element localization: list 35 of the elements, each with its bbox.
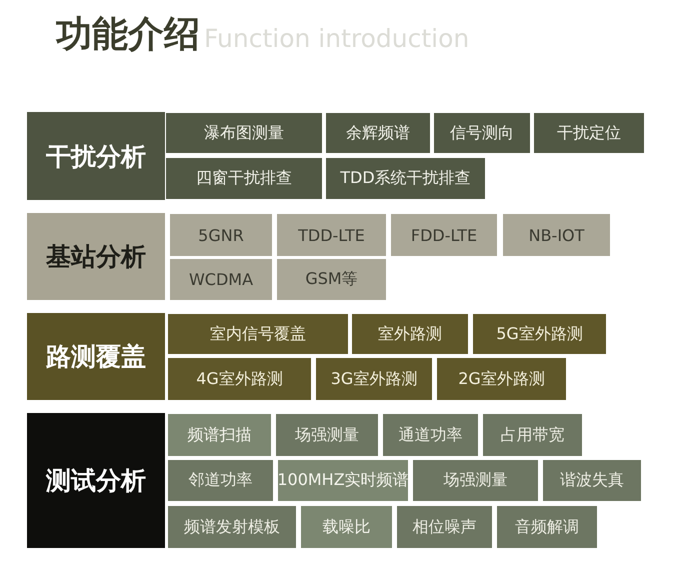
feature-box: 2G室外路测 xyxy=(437,358,566,400)
feature-box: 室内信号覆盖 xyxy=(168,314,348,354)
feature-box: NB-IOT xyxy=(503,214,610,256)
category-box: 路测覆盖 xyxy=(27,313,165,400)
feature-box: 音频解调 xyxy=(497,506,597,548)
feature-box: 100MHZ实时频谱 xyxy=(278,460,408,501)
feature-box: 4G室外路测 xyxy=(168,358,311,400)
feature-box: 3G室外路测 xyxy=(316,358,432,400)
feature-box: GSM等 xyxy=(277,259,386,300)
feature-box: 场强测量 xyxy=(413,460,538,501)
category-box: 干扰分析 xyxy=(27,112,165,200)
category-box: 测试分析 xyxy=(27,413,165,548)
feature-box: 通道功率 xyxy=(383,414,478,456)
feature-box: 频谱扫描 xyxy=(168,414,271,456)
feature-box: 相位噪声 xyxy=(397,506,492,548)
feature-box: 5GNR xyxy=(170,214,272,256)
feature-box: 室外路测 xyxy=(352,314,468,354)
feature-box: 余辉频谱 xyxy=(326,113,430,153)
feature-box: 瀑布图测量 xyxy=(166,113,322,153)
feature-box: 场强测量 xyxy=(276,414,378,456)
feature-box: 谐波失真 xyxy=(543,460,641,501)
feature-box: 邻道功率 xyxy=(168,460,273,501)
feature-box: WCDMA xyxy=(170,259,272,300)
feature-box: 频谱发射模板 xyxy=(168,506,296,548)
category-box: 基站分析 xyxy=(27,213,165,300)
feature-box: 载噪比 xyxy=(301,506,392,548)
feature-box: TDD-LTE xyxy=(277,214,386,256)
feature-box: 四窗干扰排查 xyxy=(166,158,322,199)
page-title: 功能介绍 xyxy=(56,13,200,57)
feature-box: 信号测向 xyxy=(434,113,530,153)
feature-box: TDD系统干扰排查 xyxy=(326,158,485,199)
feature-box: FDD-LTE xyxy=(391,214,497,256)
feature-box: 干扰定位 xyxy=(534,113,644,153)
feature-box: 占用带宽 xyxy=(483,414,582,456)
feature-box: 5G室外路测 xyxy=(473,314,606,354)
